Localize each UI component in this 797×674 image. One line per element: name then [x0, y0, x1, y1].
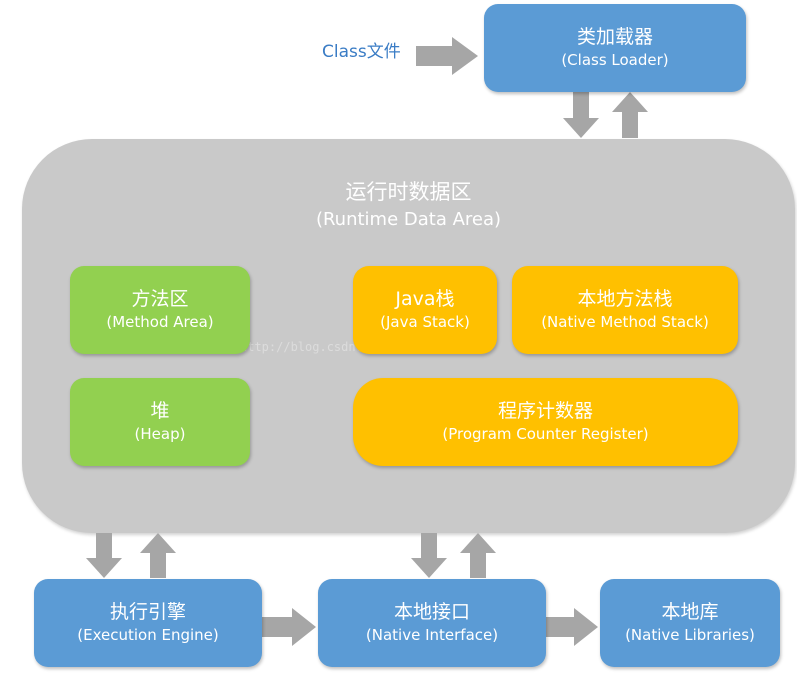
heap-cn: 堆	[150, 400, 170, 422]
java-stack-box: Java栈 (Java Stack)	[353, 266, 497, 354]
class-file-arrow	[416, 37, 478, 75]
interface-up-arrow	[460, 533, 496, 578]
execution-engine-cn: 执行引擎	[109, 601, 186, 623]
heap-box: 堆 (Heap)	[70, 378, 250, 466]
engine-up-arrow	[140, 533, 176, 578]
program-counter-en: (Program Counter Register)	[442, 425, 649, 443]
execution-engine-en: (Execution Engine)	[77, 626, 219, 644]
class-loader-cn: 类加载器	[576, 26, 653, 48]
program-counter-cn: 程序计数器	[497, 400, 593, 422]
native-libraries-box: 本地库 (Native Libraries)	[600, 579, 780, 667]
method-area-cn: 方法区	[131, 288, 189, 310]
heap-en: (Heap)	[134, 425, 186, 443]
native-libraries-cn: 本地库	[661, 601, 719, 623]
runtime-data-area-title: 运行时数据区 (Runtime Data Area)	[22, 178, 795, 234]
class-loader-box: 类加载器 (Class Loader)	[484, 4, 746, 92]
native-method-stack-cn: 本地方法栈	[577, 288, 673, 310]
class-file-label: Class文件	[322, 42, 401, 62]
native-libraries-en: (Native Libraries)	[625, 626, 755, 644]
java-stack-en: (Java Stack)	[380, 313, 470, 331]
class-loader-en: (Class Loader)	[561, 51, 669, 69]
runtime-data-area-cn: 运行时数据区	[345, 180, 472, 204]
program-counter-box: 程序计数器 (Program Counter Register)	[353, 378, 738, 466]
native-method-stack-en: (Native Method Stack)	[541, 313, 709, 331]
native-method-stack-box: 本地方法栈 (Native Method Stack)	[512, 266, 738, 354]
loader-up-arrow	[612, 92, 648, 138]
method-area-box: 方法区 (Method Area)	[70, 266, 250, 354]
method-area-en: (Method Area)	[106, 313, 214, 331]
native-interface-en: (Native Interface)	[365, 626, 499, 644]
interface-to-libraries-arrow	[546, 608, 598, 646]
loader-down-arrow	[563, 92, 599, 138]
java-stack-cn: Java栈	[395, 288, 455, 310]
engine-to-interface-arrow	[262, 608, 316, 646]
native-interface-box: 本地接口 (Native Interface)	[318, 579, 546, 667]
execution-engine-box: 执行引擎 (Execution Engine)	[34, 579, 262, 667]
engine-down-arrow	[86, 533, 122, 578]
native-interface-cn: 本地接口	[393, 601, 470, 623]
interface-down-arrow	[411, 533, 447, 578]
runtime-data-area-en: (Runtime Data Area)	[315, 209, 502, 230]
